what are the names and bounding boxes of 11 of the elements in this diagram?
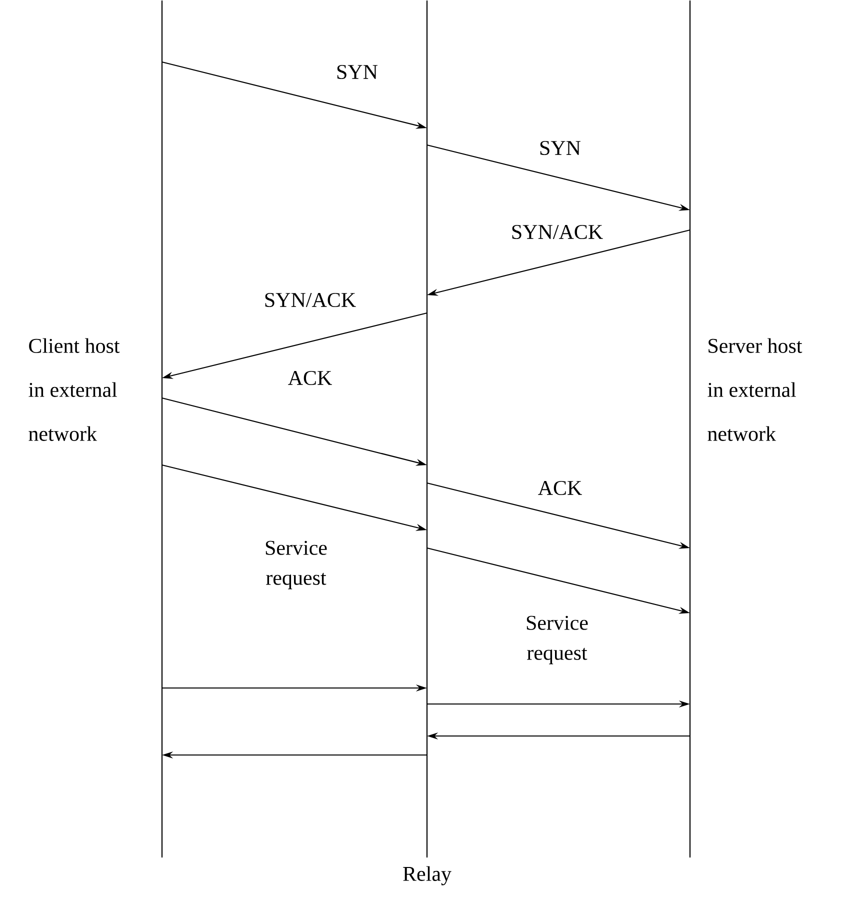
lifeline-label: Server host in external network — [708, 338, 802, 441]
lifeline-label: Client host in external network — [28, 338, 120, 441]
edge-label: SYN — [538, 140, 582, 156]
edge-label: Service request — [524, 614, 590, 666]
edge-label: Service request — [264, 540, 328, 590]
edge-label: ACK — [536, 480, 584, 496]
lifeline-label: Relay — [403, 866, 452, 886]
edge-label: ACK — [286, 370, 334, 386]
edge-label: SYN/ACK — [510, 224, 604, 240]
edge-label: SYN/ACK — [262, 292, 358, 308]
edge-label: SYN — [335, 64, 379, 80]
